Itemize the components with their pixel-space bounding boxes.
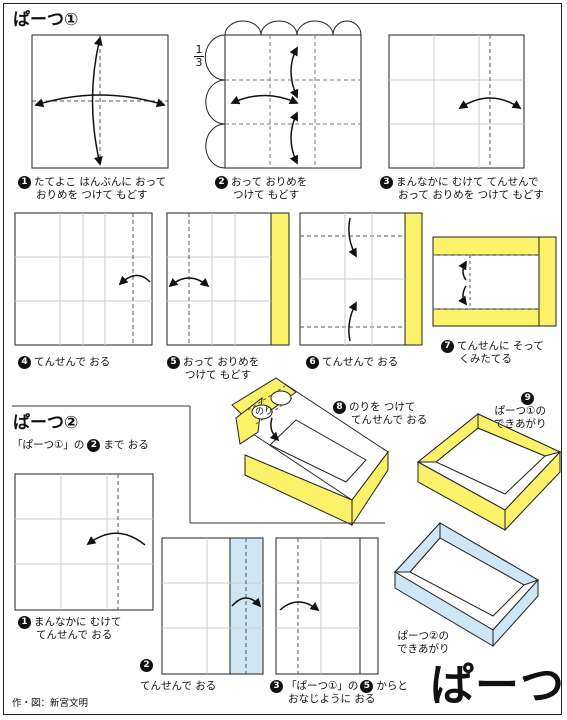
step1-figure: [31, 34, 169, 169]
part2-step2-caption: 2: [140, 659, 156, 672]
part2-done-figure: [393, 521, 540, 648]
step7-figure: [432, 236, 557, 327]
page-frame: [3, 3, 562, 715]
part2-title: ぱーつ②: [13, 413, 79, 433]
part2-step2-text: てんせんで おる: [140, 680, 217, 692]
step6-figure: [299, 212, 423, 346]
step2-figure: [204, 20, 362, 169]
step9-caption: 9 ぱーつ①の できあがり: [494, 392, 547, 430]
step3-figure: [388, 34, 525, 169]
step4-figure: [14, 212, 153, 346]
credit: 作・図：新宮文明: [12, 698, 89, 709]
part2-step1-figure: [14, 473, 154, 611]
glue-marks: [251, 390, 292, 420]
step5-figure: [166, 212, 290, 346]
part2-step3-figure: [275, 537, 379, 675]
part2-step2-figure: [161, 537, 264, 675]
part2-done-caption: ぱーつ②の できあがり: [397, 630, 450, 655]
glue-label-1: のり: [255, 407, 274, 417]
step8-figure: [231, 377, 389, 527]
step9-figure: [416, 412, 562, 532]
part1-title: ぱーつ①: [13, 10, 79, 30]
big-title: ぱーつ: [430, 660, 565, 711]
